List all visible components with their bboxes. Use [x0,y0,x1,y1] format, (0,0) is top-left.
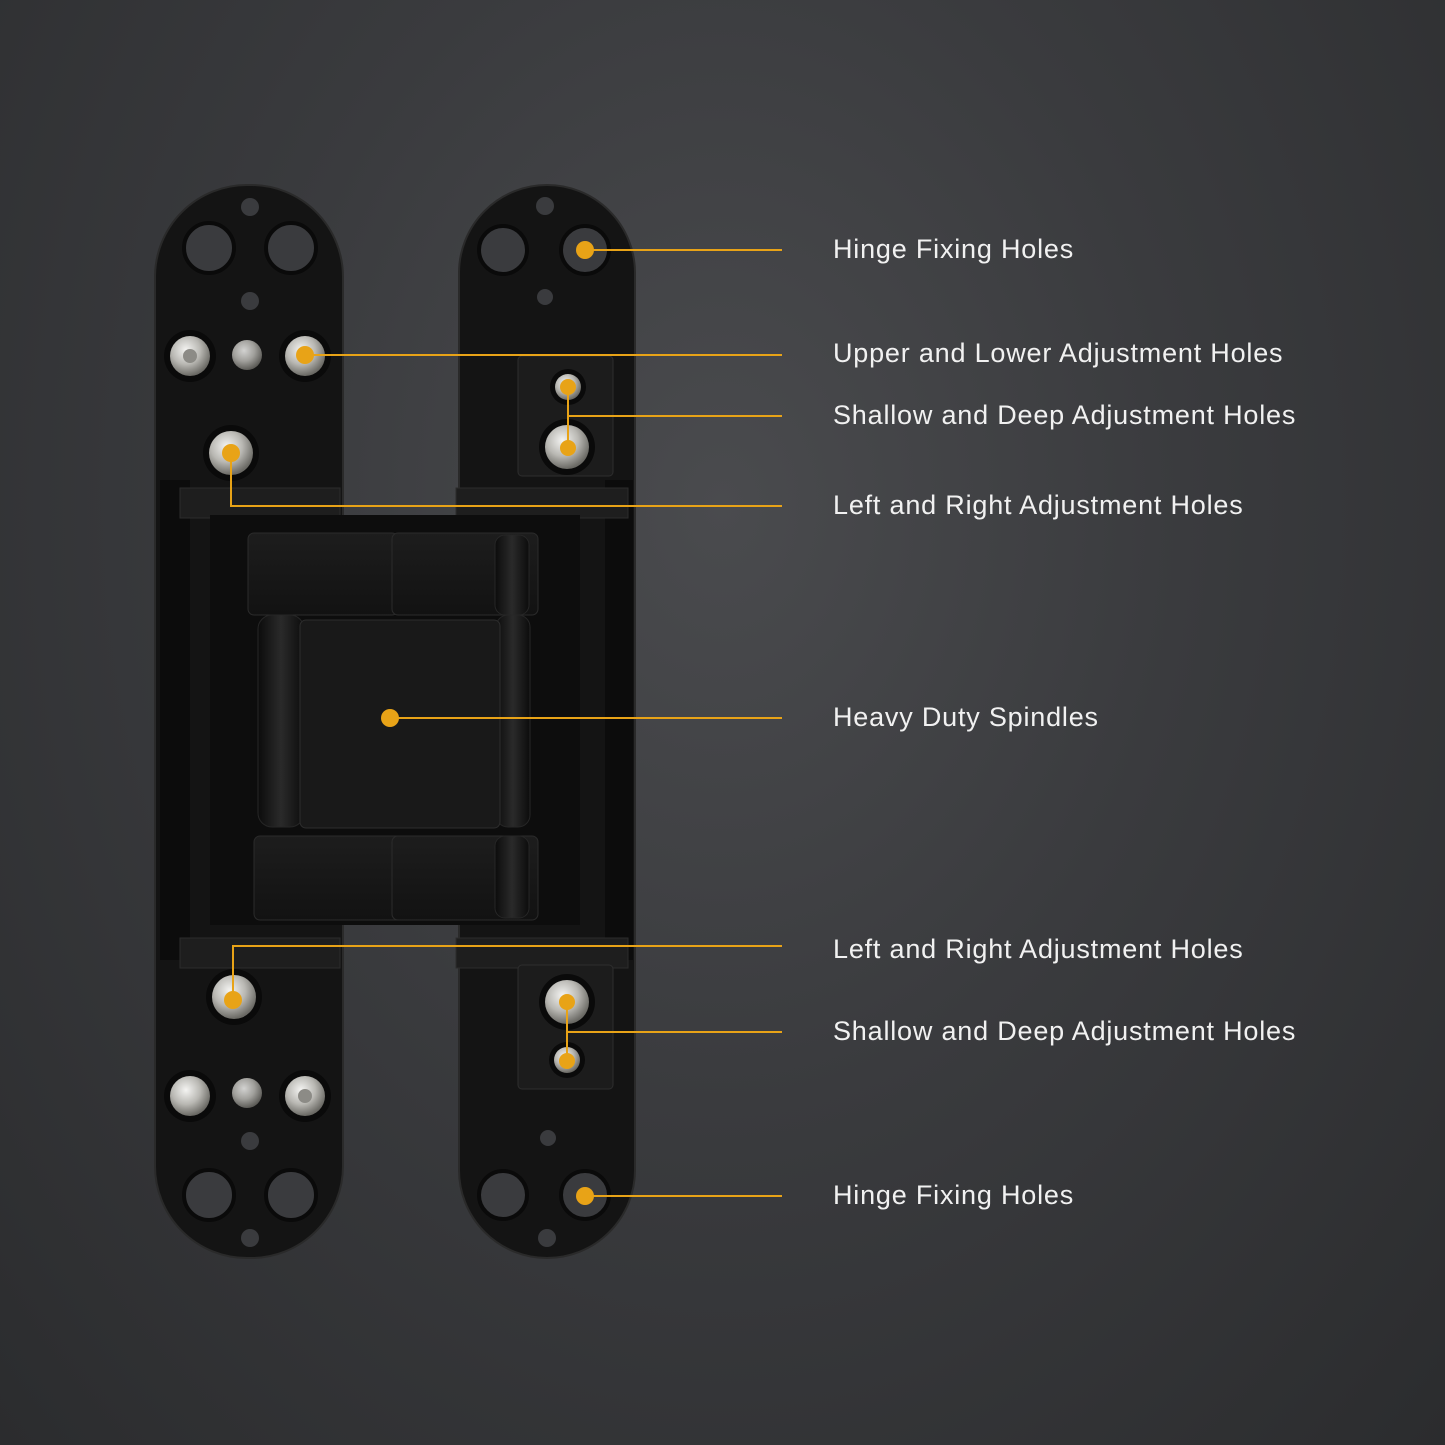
callout-heavy-duty-spindles-leader [381,709,782,727]
callout-shallow-deep-bottom-leader [559,994,782,1069]
callout-left-right-bottom-leader [224,945,782,1009]
callout-label-hinge-fixing-bottom: Hinge Fixing Holes [833,1180,1074,1210]
callout-label-left-right-bottom: Left and Right Adjustment Holes [833,934,1244,964]
callout-label-upper-lower-adjust: Upper and Lower Adjustment Holes [833,338,1284,368]
callout-leaders [222,241,782,1205]
callout-label-hinge-fixing-top: Hinge Fixing Holes [833,234,1074,264]
spindle-mechanism [210,515,580,925]
callout-shallow-deep-top-leader [560,379,782,456]
callout-hinge-fixing-top-leader [576,241,782,259]
callout-left-right-top-leader [222,444,782,507]
callout-label-shallow-deep-bottom: Shallow and Deep Adjustment Holes [833,1016,1297,1046]
callout-upper-lower-adjust-leader [296,346,782,364]
callout-label-heavy-duty-spindles: Heavy Duty Spindles [833,702,1099,732]
callout-label-shallow-deep-top: Shallow and Deep Adjustment Holes [833,400,1297,430]
callout-label-left-right-top: Left and Right Adjustment Holes [833,490,1244,520]
callout-hinge-fixing-bottom-leader [576,1187,782,1205]
